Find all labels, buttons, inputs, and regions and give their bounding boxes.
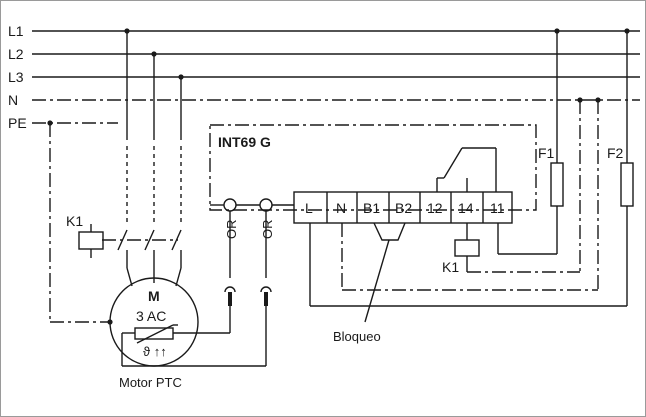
fuse-f1 [550, 31, 564, 254]
bloqueo-bridge [373, 222, 406, 241]
terminal-12: 12 [427, 200, 443, 216]
label-l1: L1 [8, 23, 24, 39]
phase-drops [126, 31, 182, 226]
int69g-module-frame [209, 124, 537, 211]
terminal-n: N [336, 200, 346, 216]
sensor-label-or-2: OR [260, 220, 275, 240]
bloqueo-label: Bloqueo [333, 329, 381, 344]
relay-k1-coil [454, 223, 580, 273]
label-k1-relay: K1 [442, 259, 459, 275]
motor-m-label: M [148, 288, 160, 304]
motor-ac-label: 3 AC [136, 308, 166, 324]
label-pe: PE [8, 115, 27, 131]
label-f1: F1 [538, 145, 555, 161]
contactor-k1-contacts [102, 229, 182, 268]
label-f2: F2 [607, 145, 624, 161]
bloqueo-callout-line [364, 239, 390, 323]
label-l2: L2 [8, 46, 24, 62]
supply-lines [32, 30, 640, 124]
fuse-f2 [620, 31, 634, 306]
terminal-11: 11 [490, 200, 505, 216]
terminal-b2: B2 [395, 200, 412, 216]
terminal-block [293, 191, 513, 224]
label-n: N [8, 92, 18, 108]
module-title: INT69 G [218, 134, 271, 150]
label-k1-contactor: K1 [66, 213, 83, 229]
contactor-k1-coil [78, 224, 104, 258]
terminal-14: 14 [458, 200, 474, 216]
terminal-b1: B1 [363, 200, 380, 216]
sensor-label-or-1: OR [224, 220, 239, 240]
terminal-l: L [305, 200, 313, 216]
label-l3: L3 [8, 69, 24, 85]
motor-ptc-symbol: ϑ ↑↑ [143, 344, 167, 359]
internal-relay-contact [436, 147, 497, 192]
sensor-terminals [122, 198, 294, 367]
motor-caption: Motor PTC [119, 375, 182, 390]
